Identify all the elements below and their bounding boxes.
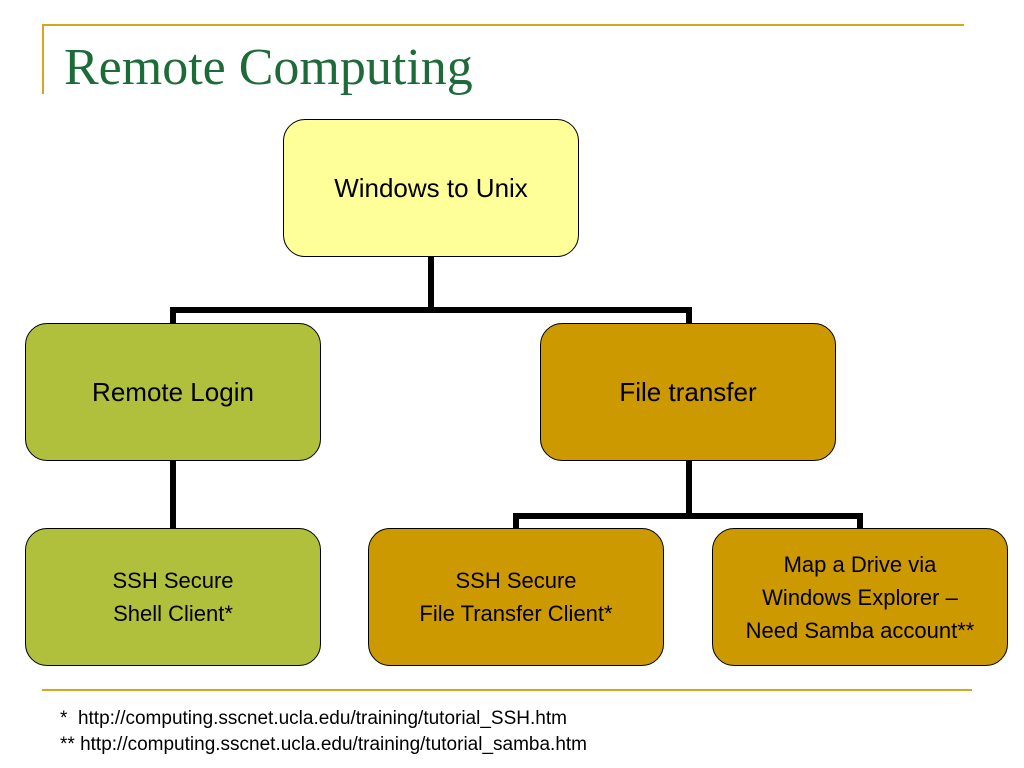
node-remote-login: Remote Login: [25, 323, 321, 461]
node-file-transfer: File transfer: [540, 323, 836, 461]
node-windows-to-unix: Windows to Unix: [283, 119, 579, 257]
title-accent-horizontal: [42, 24, 964, 26]
node-map-drive-samba: Map a Drive via Windows Explorer – Need …: [712, 528, 1008, 666]
slide-title: Remote Computing: [64, 39, 473, 96]
node-ssh-secure-shell-client: SSH Secure Shell Client*: [25, 528, 321, 666]
footnote-ssh: * http://computing.sscnet.ucla.edu/train…: [60, 708, 567, 729]
node-ssh-file-transfer-client: SSH Secure File Transfer Client*: [368, 528, 664, 666]
footnote-divider: [42, 689, 972, 691]
footnote-samba: ** http://computing.sscnet.ucla.edu/trai…: [60, 734, 588, 755]
title-accent-vertical: [42, 24, 44, 94]
